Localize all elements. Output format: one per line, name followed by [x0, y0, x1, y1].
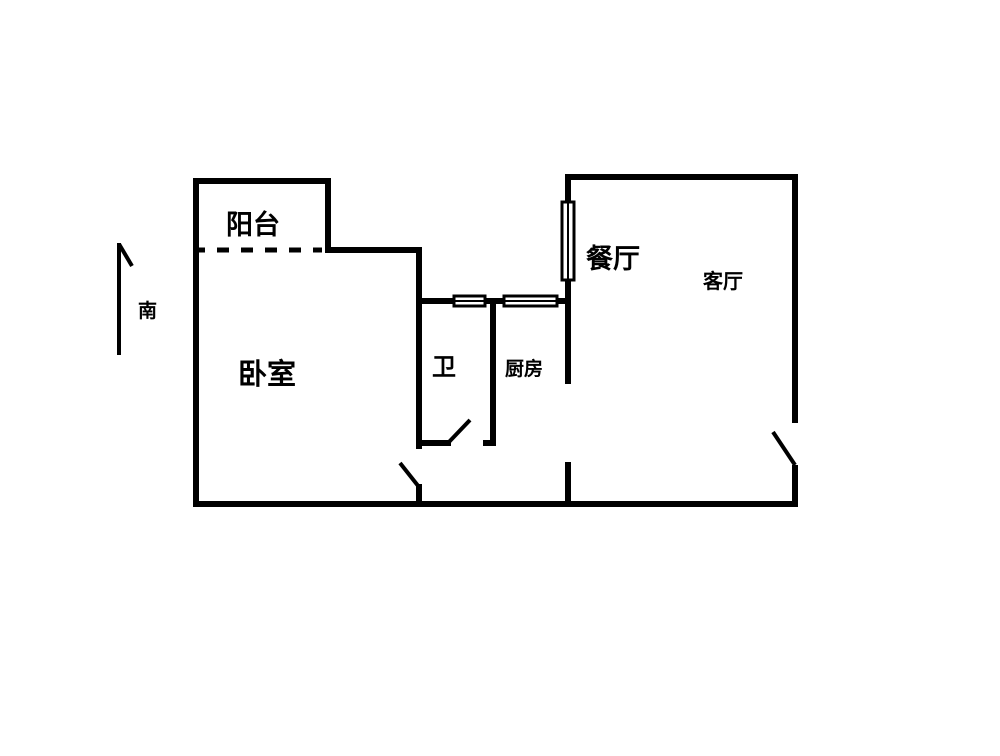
- room-label-dining: 餐厅: [586, 244, 640, 275]
- room-label-bedroom: 卧室: [238, 357, 296, 391]
- walls: [193, 174, 798, 507]
- bathroom-door: [446, 418, 472, 445]
- room-label-kitchen: 厨房: [505, 357, 543, 380]
- bedroom-door: [398, 461, 421, 489]
- room-label-bathroom: 卫: [432, 353, 456, 381]
- entrance-door: [771, 430, 797, 467]
- orientation-arrow-icon: [117, 242, 134, 355]
- room-label-living: 客厅: [702, 269, 743, 293]
- orientation-label: 南: [138, 300, 157, 322]
- room-label-balcony: 阳台: [226, 209, 280, 241]
